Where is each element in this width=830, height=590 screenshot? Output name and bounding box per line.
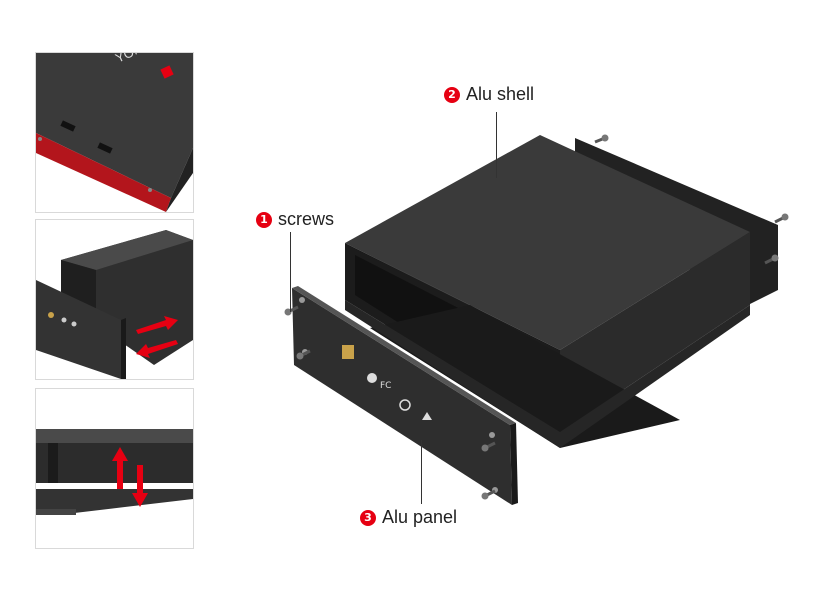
callout-number-badge: 3	[360, 509, 376, 526]
screws-leader-line	[290, 232, 291, 312]
enclosure-exploded-illustration: FC	[284, 134, 789, 505]
callout-label: Alu panel	[382, 507, 458, 527]
callout-number-badge: 1	[256, 211, 272, 228]
callout-screws: 1 screws	[256, 209, 334, 230]
thumbnail-red-enclosure[interactable]: YONGU	[35, 52, 194, 213]
callout-number-badge: 2	[444, 86, 460, 103]
panel-leader-line	[421, 440, 422, 504]
screws	[284, 134, 789, 500]
dc-jack	[342, 345, 354, 359]
callout-label: Alu shell	[466, 84, 535, 104]
callout-alu-panel: 3 Alu panel	[360, 507, 457, 528]
shell-top	[345, 135, 750, 350]
enclosure-red-front-icon: YONGU	[36, 53, 193, 212]
callout-alu-shell: 2 Alu shell	[444, 84, 534, 105]
enclosure-vertical-slide-icon	[36, 429, 193, 515]
svg-text:FC: FC	[380, 381, 391, 391]
callout-label: screws	[278, 209, 335, 229]
front-panel	[292, 288, 512, 505]
enclosure-slide-panel-icon	[36, 230, 193, 379]
thumbnail-vertical-slide[interactable]	[35, 388, 194, 549]
shell-leader-line	[496, 112, 497, 178]
thumbnail-slide-panel[interactable]	[35, 219, 194, 380]
